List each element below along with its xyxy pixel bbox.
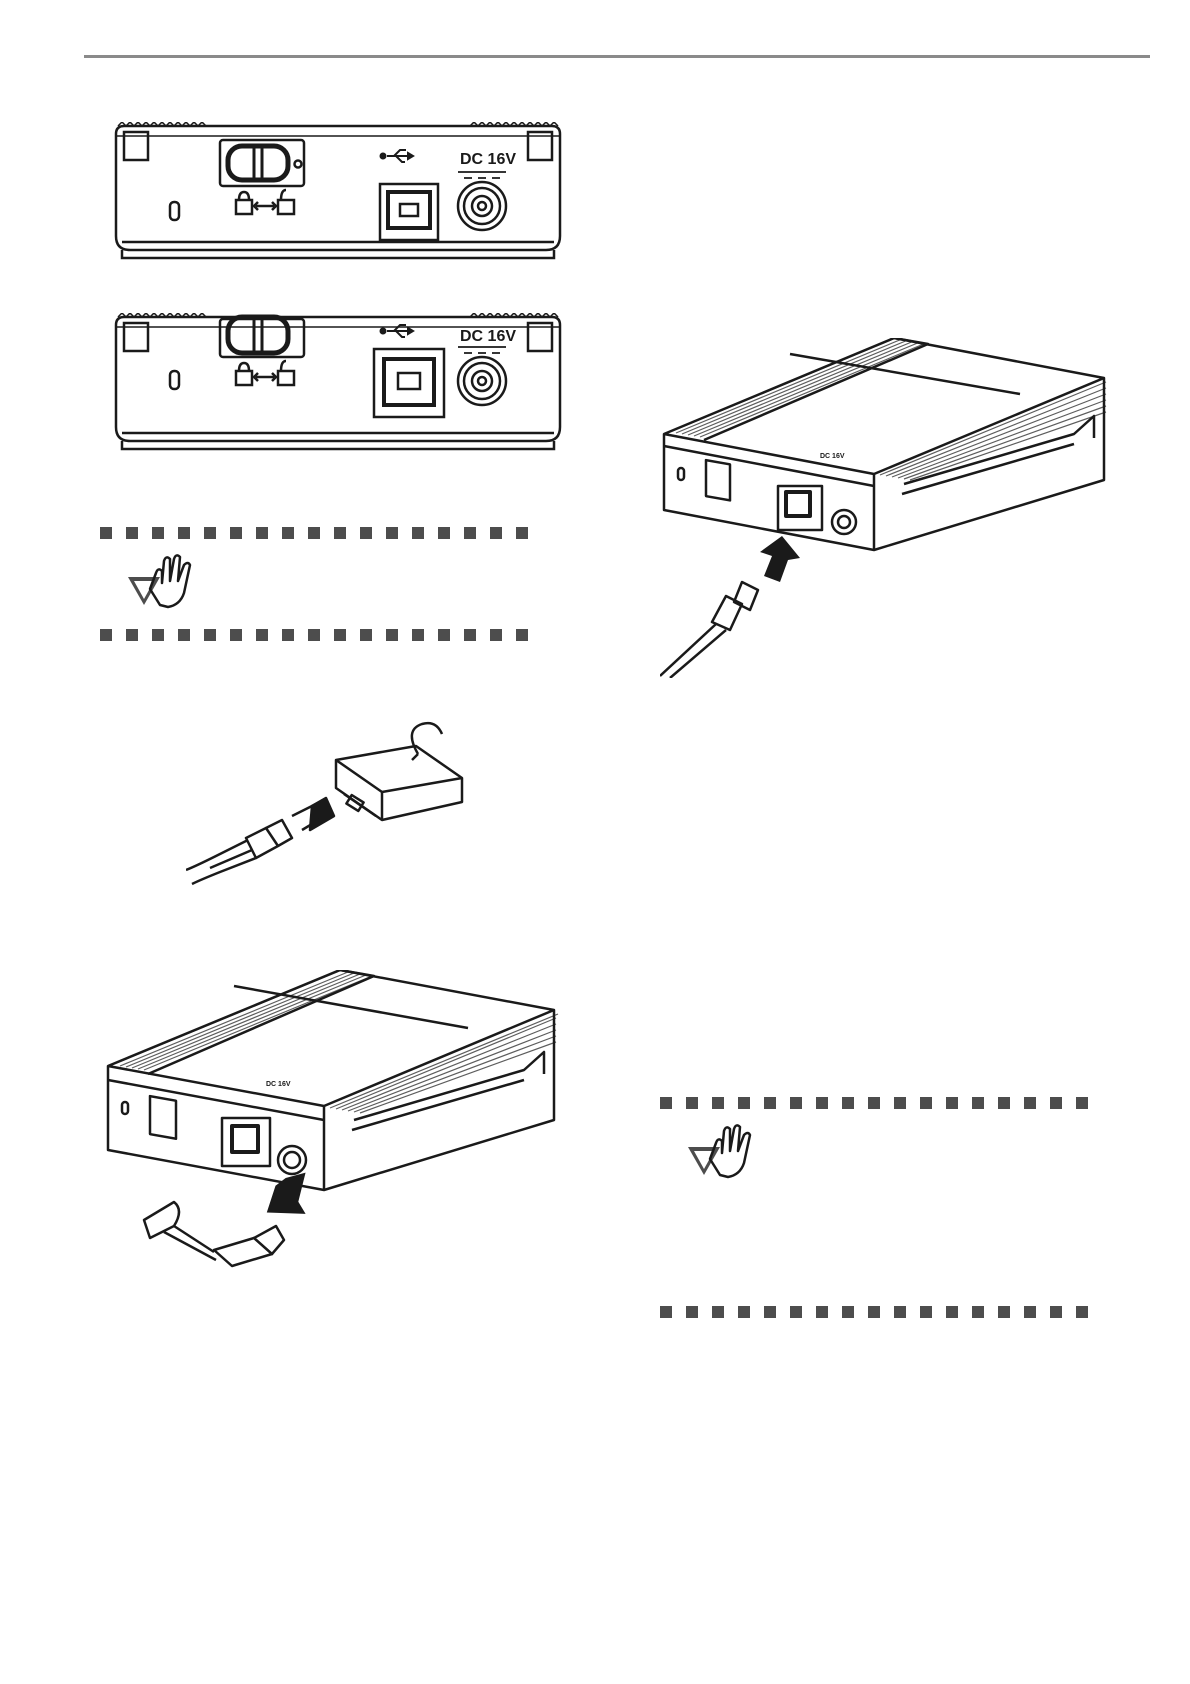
caution-hand-icon [126, 553, 196, 614]
note-border-top [100, 527, 528, 539]
rear-panel-figure-unlocked: DC 16V [108, 313, 568, 453]
note-border-bottom [660, 1306, 1088, 1318]
header-rule [84, 55, 1150, 58]
rear-panel-figure-locked: DC 16V [108, 122, 568, 262]
power-label: DC 16V [460, 151, 516, 168]
scanner-power-connect-figure: DC 16V [104, 970, 564, 1300]
caution-hand-icon [686, 1123, 756, 1184]
note-border-bottom [100, 629, 528, 641]
ac-adapter-figure [186, 720, 486, 920]
power-label: DC 16V [266, 1081, 291, 1088]
note-border-top [660, 1097, 1088, 1109]
power-label: DC 16V [820, 453, 845, 460]
power-label: DC 16V [460, 328, 516, 345]
scanner-usb-connect-figure: DC 16V [660, 338, 1110, 678]
